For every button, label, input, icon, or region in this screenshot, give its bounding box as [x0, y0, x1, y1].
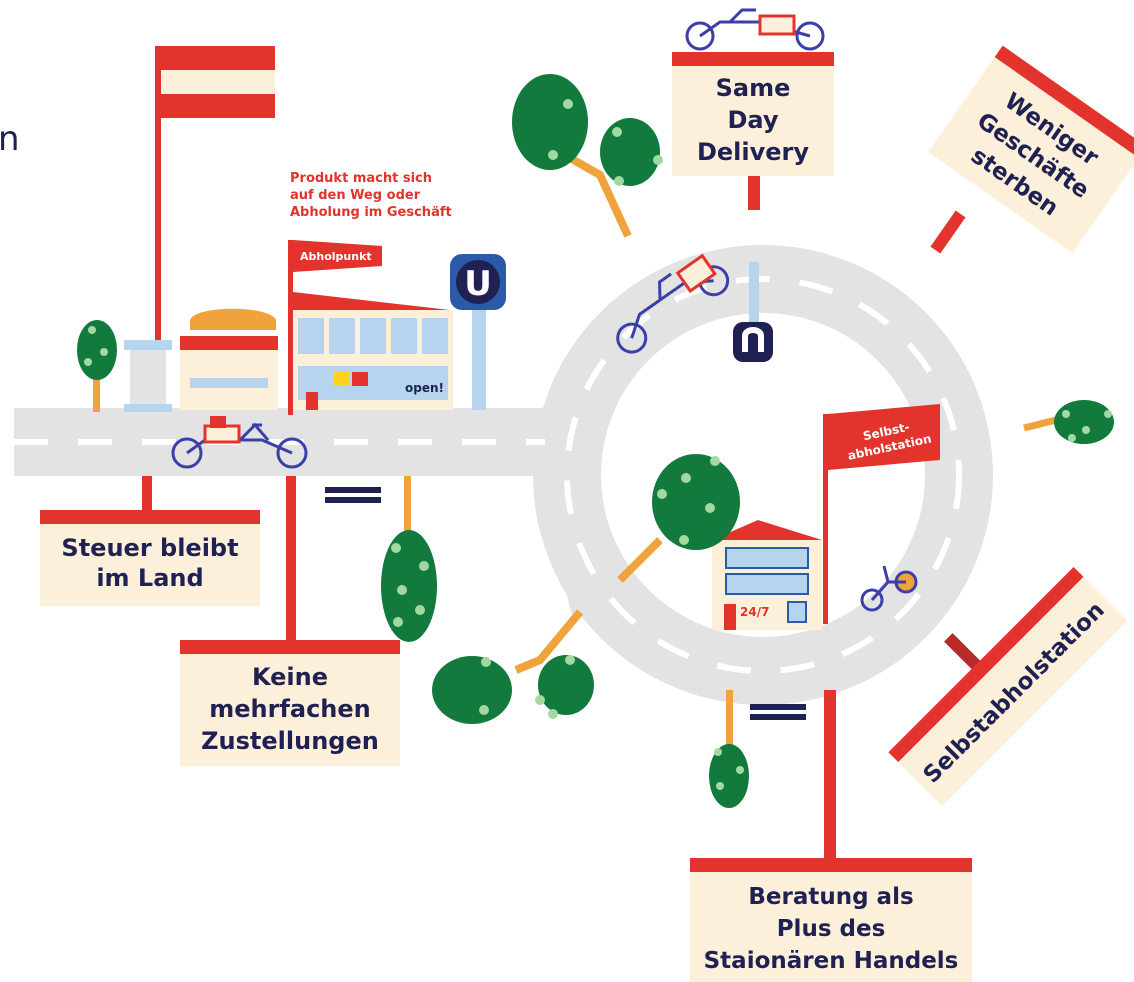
sign-selbstabholstation-text: Selbstabholstation [919, 597, 1110, 788]
tree [432, 609, 594, 724]
bench [750, 704, 806, 720]
road-network [14, 245, 993, 705]
sign-beratung-line-2: Plus des [777, 916, 886, 942]
sign-keine-line-3: Zustellungen [201, 727, 379, 755]
delivery-note: Produkt macht sich auf den Weg oder Abho… [290, 171, 452, 220]
cargo-bike-icon [171, 416, 308, 469]
sign-steuer-line-1: Steuer bleibt [61, 534, 238, 562]
sign-beratung-line-3: Staionären Handels [704, 948, 959, 974]
sign-steuer-line-2: im Land [96, 564, 203, 592]
edge-text: n [0, 119, 20, 159]
building-hours: 24/7 [740, 605, 769, 619]
sign-weniger: Weniger Geschäfte sterben [928, 45, 1134, 254]
note-line-2: auf den Weg oder [290, 188, 421, 203]
tree [617, 454, 740, 583]
tree [381, 476, 437, 642]
tree [709, 690, 749, 808]
selbstabholstation-flag: Selbst- abholstation [823, 404, 940, 624]
sign-keine-line-2: mehrfachen [209, 695, 371, 723]
sign-same-day-line-2: Day [727, 106, 778, 134]
sign-steuer: Steuer bleibt im Land [40, 476, 260, 606]
metro-sign-small [733, 262, 773, 362]
flag-pole [155, 46, 161, 346]
bicycle-icon [860, 565, 918, 612]
sign-keine-line-1: Keine [252, 663, 328, 691]
metro-letter: U [464, 264, 492, 304]
sign-beratung: Beratung als Plus des Staionären Handels [690, 690, 972, 982]
sign-same-day: Same Day Delivery [672, 52, 834, 210]
tree [1023, 400, 1114, 444]
ring-dashes [564, 276, 962, 674]
cargo-bike-icon [685, 8, 825, 51]
metro-sign: U [450, 254, 506, 410]
open-sign: open! [405, 381, 444, 395]
sign-same-day-line-3: Delivery [697, 138, 809, 166]
abholpunkt-label: Abholpunkt [300, 250, 372, 263]
abholpunkt-flag: Abholpunkt [288, 240, 382, 415]
sausage-stand [180, 308, 278, 410]
sign-keine: Keine mehrfachen Zustellungen [180, 476, 400, 766]
sign-same-day-line-1: Same [716, 74, 791, 102]
note-line-3: Abholung im Geschäft [290, 205, 452, 220]
shop-building: open! [293, 292, 453, 410]
tree [77, 320, 117, 412]
austria-flag [155, 46, 275, 346]
sign-beratung-line-1: Beratung als [748, 884, 913, 910]
bench [325, 487, 381, 503]
tree [512, 74, 663, 238]
advertising-column [124, 340, 172, 412]
cargo-bike-icon [616, 253, 730, 354]
office-building: 24/7 [712, 520, 822, 630]
note-line-1: Produkt macht sich [290, 171, 432, 186]
